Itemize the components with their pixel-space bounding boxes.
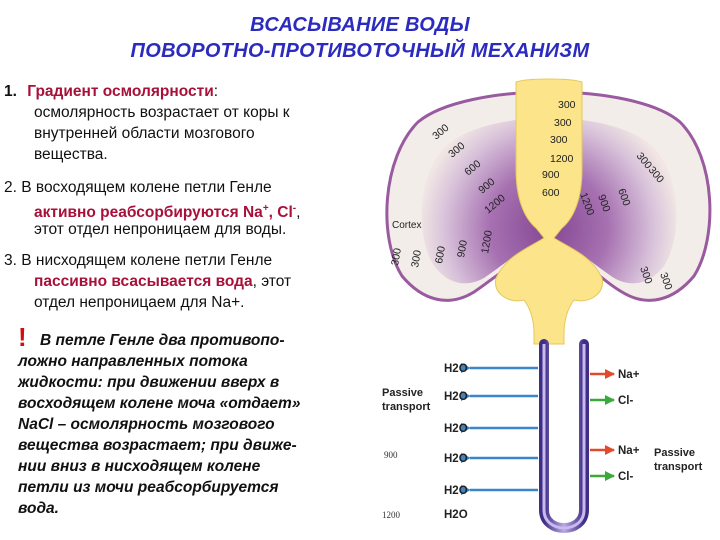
point-3-line-1: 3. В нисходящем колене петли Генле xyxy=(4,252,273,269)
point-2-mid: , Cl xyxy=(268,204,293,222)
osm-label: 600 xyxy=(542,187,560,199)
kidney-loop-diagram: Cortex 300 300 300 300 300 600 900 1200 … xyxy=(382,78,712,533)
water-label: H2O xyxy=(444,391,468,403)
point-3-highlight: пассивно всасывается вода xyxy=(34,273,253,290)
point-3-end: , этот xyxy=(252,273,292,290)
osm-label: 300 xyxy=(389,247,404,266)
title-line-2: ПОВОРОТНО-ПРОТИВОТОЧНЫЙ МЕХАНИЗМ xyxy=(130,40,590,62)
point-1-body-2: внутренней области мозгового xyxy=(34,125,255,142)
point-2-line-2: активно реабсорбируются Na+, Cl-, xyxy=(34,199,300,222)
note-line-5: NaCl – осмолярность мозгового xyxy=(18,416,275,433)
water-label: H2O xyxy=(444,363,468,375)
water-label: H2O xyxy=(444,453,468,465)
osm-label: 1200 xyxy=(550,153,574,165)
ion-label: Cl- xyxy=(618,395,634,407)
osm-label: 600 xyxy=(433,245,448,264)
scale-label: 900 xyxy=(384,450,398,460)
note-line-9: вода. xyxy=(18,500,59,517)
note-line-3: жидкости: при движении вверх в xyxy=(18,374,280,391)
water-label: H2O xyxy=(444,485,468,497)
renal-pelvis xyxy=(494,78,604,345)
right-transport-label: transport xyxy=(654,461,703,473)
point-2-sup-1: + xyxy=(262,203,269,214)
water-arrows xyxy=(461,363,538,495)
point-1-body-1: осмолярность возрастает от коры к xyxy=(34,104,290,121)
osm-label: 300 xyxy=(554,117,572,129)
point-2-line-1: 2. В восходящем колене петли Генле xyxy=(4,179,272,196)
note-line-7: нии вниз в нисходящем колене xyxy=(18,458,261,475)
note-line-6: вещества возрастает; при движе- xyxy=(18,437,297,454)
point-2-sup-2: - xyxy=(292,203,297,214)
water-label: H2O xyxy=(444,423,468,435)
osm-label: 300 xyxy=(558,99,576,111)
point-3-line-2: пассивно всасывается вода, этот xyxy=(34,272,291,291)
osm-label: 600 xyxy=(615,187,632,208)
point-1-body-3: вещества. xyxy=(34,146,108,163)
osm-label: 900 xyxy=(595,193,612,214)
note-line-1: В петле Генле два противопо- xyxy=(40,332,285,349)
point-2-line-3: этот отдел непроницаем для воды. xyxy=(34,221,287,238)
right-transport-label: Passive xyxy=(654,447,695,459)
point-3-line-3: отдел непроницаем для Na+. xyxy=(34,294,245,311)
point-2-highlight: активно реабсорбируются Na xyxy=(34,204,263,222)
osm-label: 300 xyxy=(409,249,424,268)
point-1: 1. Градиент осмолярности: xyxy=(4,82,218,101)
note-line-4: восходящем колене моча «отдает» xyxy=(18,395,301,412)
point-1-heading: Градиент осмолярности xyxy=(27,83,214,100)
ion-label: Na+ xyxy=(618,369,640,381)
note-line-2: ложно направленных потока xyxy=(18,353,248,370)
osm-label: 900 xyxy=(542,169,560,181)
point-2-end: , xyxy=(296,204,301,222)
cortex-label: Cortex xyxy=(392,220,421,231)
point-1-heading-end: : xyxy=(213,83,219,100)
osm-label: 300 xyxy=(657,271,674,292)
water-label: H2O xyxy=(444,509,468,521)
loop-of-henle xyxy=(539,339,589,533)
scale-label: 1200 xyxy=(382,510,401,520)
osm-label: 900 xyxy=(455,239,470,258)
osm-label: 300 xyxy=(637,265,654,286)
osm-label: 1200 xyxy=(479,229,495,254)
osm-label: 300 xyxy=(550,134,568,146)
exclamation-mark: ! xyxy=(18,322,27,352)
point-1-number: 1. xyxy=(4,83,17,100)
left-transport-label: Passive xyxy=(382,387,423,399)
ion-label: Cl- xyxy=(618,471,634,483)
left-transport-label: transport xyxy=(382,401,431,413)
note-line-8: петли из мочи реабсорбируется xyxy=(18,479,279,496)
ion-label: Na+ xyxy=(618,445,640,457)
title-line-1: ВСАСЫВАНИЕ ВОДЫ xyxy=(250,14,470,36)
